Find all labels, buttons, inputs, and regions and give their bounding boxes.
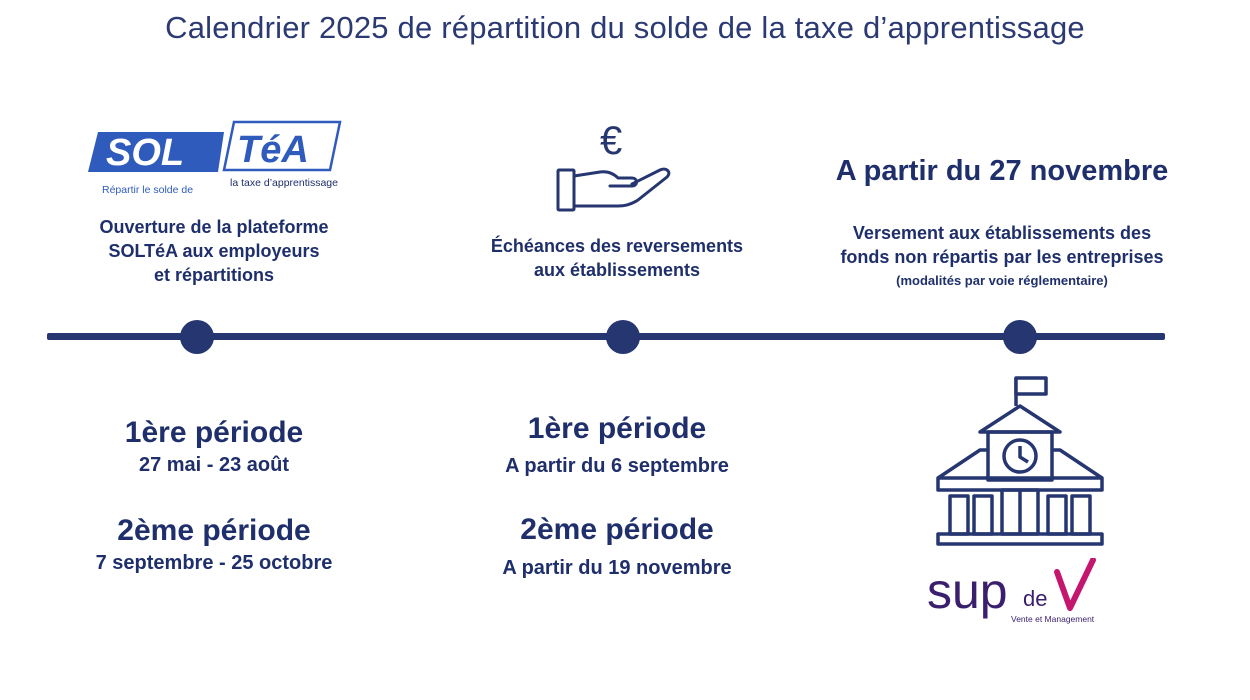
col1-period1-title: 1ère période — [124, 416, 304, 449]
supdev-logo: sup de V Vente et Management — [927, 558, 1096, 624]
soltea-logo-right-block — [222, 120, 342, 172]
supdev-v-mark — [1054, 558, 1096, 611]
description-line: et répartitions — [153, 265, 275, 285]
page-title: Calendrier 2025 de répartition du solde … — [165, 10, 1085, 45]
col2-period2-title: 2ème période — [520, 513, 714, 546]
col1-period2-title: 2ème période — [117, 514, 311, 547]
timeline-dot-3 — [1003, 320, 1037, 354]
soltea-tagline-left: Répartir le solde de — [102, 184, 193, 196]
timeline-dot-2 — [606, 320, 640, 354]
supdev-de-text: de — [1023, 586, 1047, 611]
col2-period1-title: 1ère période — [527, 412, 707, 445]
timeline-dot-1 — [180, 320, 214, 354]
description-line: Versement aux établissements des — [852, 223, 1152, 243]
col2-period2-dates: A partir du 19 novembre — [502, 557, 732, 579]
soltea-tagline-right: la taxe d’apprentissage — [230, 177, 338, 189]
soltea-logo: SOL TéA Répartir le solde de la taxe d’a… — [88, 120, 342, 196]
regulatory-note: (modalités par voie réglementaire) — [896, 273, 1108, 288]
soltea-tea-text: TéA — [237, 129, 309, 171]
reversements-description: Échéances des reversements aux établisse… — [452, 234, 782, 282]
supdev-sup-text: sup — [927, 563, 1008, 619]
description-line: aux établissements — [533, 260, 701, 280]
supdev-v-text: V — [1093, 559, 1094, 561]
school-building-icon — [936, 376, 1104, 546]
description-line: Ouverture de la plateforme — [99, 217, 329, 237]
col2-period1-dates: A partir du 6 septembre — [505, 455, 729, 477]
description-line: SOLTéA aux employeurs — [108, 241, 320, 261]
final-date-heading: A partir du 27 novembre — [835, 155, 1169, 187]
soltea-logo-left-block — [88, 132, 224, 172]
euro-symbol: € — [600, 119, 622, 163]
col1-period2-dates: 7 septembre - 25 octobre — [95, 552, 333, 574]
platform-opening-description: Ouverture de la plateforme SOLTéA aux em… — [40, 215, 388, 287]
hand-euro-icon: € — [556, 119, 671, 212]
supdev-tagline: Vente et Management — [1011, 614, 1095, 624]
description-line: Échéances des reversements — [490, 236, 744, 256]
final-payment-description: Versement aux établissements des fonds n… — [782, 221, 1222, 269]
col1-period1-dates: 27 mai - 23 août — [138, 454, 290, 476]
soltea-sol-text: SOL — [106, 132, 184, 174]
description-line: fonds non répartis par les entreprises — [840, 247, 1164, 267]
